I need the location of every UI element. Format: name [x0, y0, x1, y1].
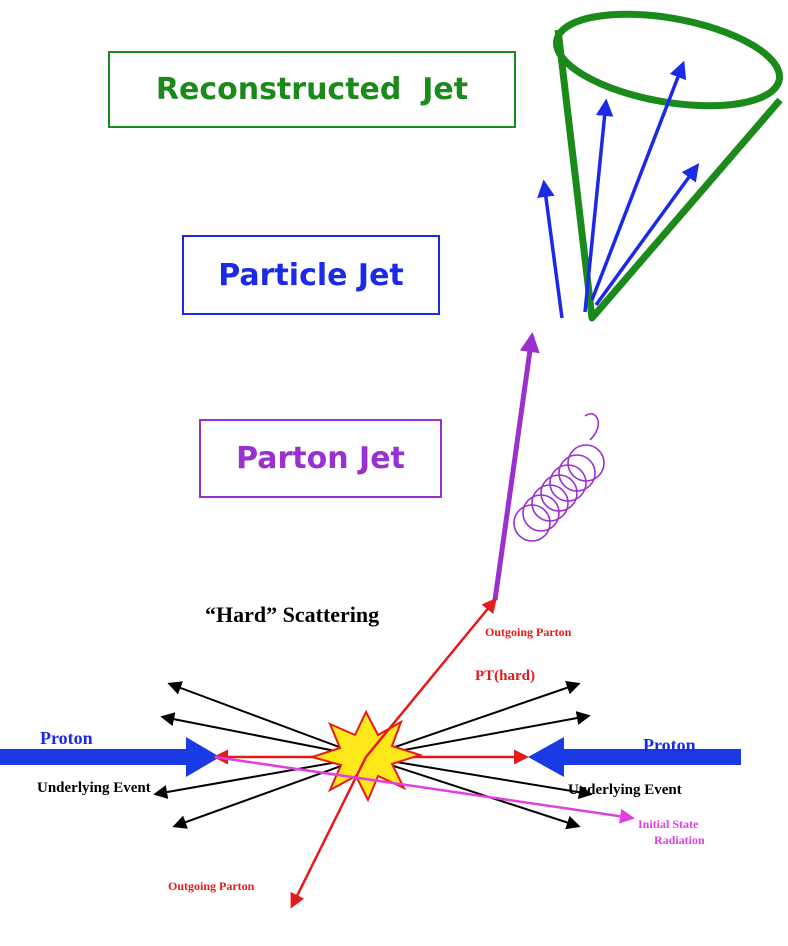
- particle-jet-label: Particle Jet: [218, 257, 404, 293]
- parton-jet-box: Parton Jet: [199, 419, 442, 498]
- parton-jet-label: Parton Jet: [236, 441, 405, 476]
- reconstructed-jet-box: Reconstructed Jet: [108, 51, 516, 128]
- particle-jet-box: Particle Jet: [182, 235, 440, 315]
- proton-beam-left: [0, 737, 220, 777]
- proton-left-label: Proton: [40, 728, 93, 748]
- reconstructed-jet-label: Reconstructed Jet: [155, 72, 469, 107]
- proton-right-label: Proton: [643, 735, 696, 755]
- underlying-event-left-label: Underlying Event: [37, 780, 151, 796]
- hard-scattering-label: “Hard” Scattering: [205, 602, 379, 627]
- outgoing-parton-top-label: Outgoing Parton: [485, 625, 572, 639]
- underlying-event-right-label: Underlying Event: [568, 782, 682, 798]
- proton-beam-right: [528, 737, 741, 777]
- isr-arrow: [214, 755, 635, 824]
- pt-hard-label: PT(hard): [475, 668, 535, 684]
- gluon-spiral: [513, 412, 605, 542]
- isr-label-line2: Radiation: [654, 833, 705, 847]
- isr-label-line1: Initial State: [638, 817, 699, 831]
- outgoing-parton-bottom-label: Outgoing Parton: [168, 879, 255, 893]
- hard-scatter-line: [290, 597, 497, 909]
- particle-jet-arrows: [537, 60, 700, 319]
- parton-jet-arrow: [492, 332, 540, 601]
- reconstructed-jet-cone: [552, 10, 784, 322]
